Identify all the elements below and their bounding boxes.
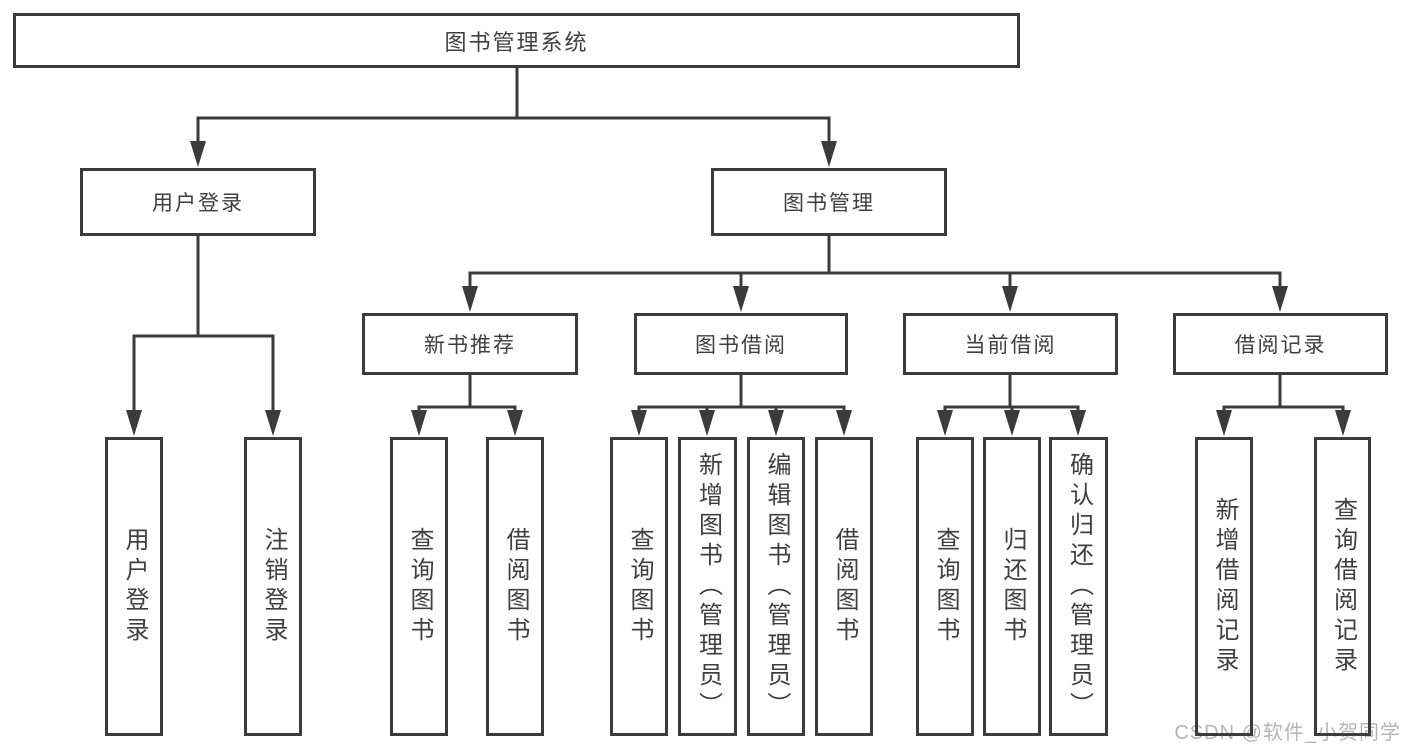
arrowhead-icon <box>733 286 749 312</box>
leaf-borrow-books-borrowing: 借阅图书 <box>815 437 873 736</box>
arrowhead-icon <box>631 410 647 436</box>
connector-userlogin-bus <box>132 334 275 416</box>
node-book-management: 图书管理 <box>711 168 947 236</box>
leaf-query-books-borrowing: 查询图书 <box>610 437 668 736</box>
connector-bookmgmt-bus <box>468 271 1282 292</box>
node-book-borrowing: 图书借阅 <box>634 313 848 375</box>
leaf-query-borrow-record: 查询借阅记录 <box>1314 437 1371 736</box>
leaf-user-login: 用户登录 <box>105 437 163 736</box>
node-label: 图书管理 <box>783 192 875 215</box>
leaf-logout-login: 注销登录 <box>244 437 302 736</box>
node-label: 编辑图书（管理员） <box>763 451 790 722</box>
leaf-query-books-current: 查询图书 <box>916 437 974 736</box>
arrowhead-icon <box>699 410 715 436</box>
node-label: 新书推荐 <box>424 334 516 357</box>
arrowhead-icon <box>937 410 953 436</box>
arrowhead-icon <box>768 410 784 436</box>
connector-borrowing-bus <box>637 405 846 416</box>
watermark: CSDN @软件_小贺同学 <box>1174 722 1401 744</box>
leaf-edit-books-admin: 编辑图书（管理员） <box>747 437 805 736</box>
node-label: 查询图书 <box>626 526 653 647</box>
node-label: 查询借阅记录 <box>1329 496 1357 677</box>
arrowhead-icon <box>411 410 427 436</box>
connector-root-bus <box>196 116 831 147</box>
arrowhead-icon <box>190 141 206 167</box>
node-current-borrowing: 当前借阅 <box>903 313 1118 375</box>
arrowhead-icon <box>1004 410 1020 436</box>
connector-recommend-bus <box>417 405 517 416</box>
leaf-query-books-recommend: 查询图书 <box>390 437 448 736</box>
node-label: 用户登录 <box>152 192 244 215</box>
arrowhead-icon <box>836 410 852 436</box>
node-new-book-recommendation: 新书推荐 <box>362 313 578 375</box>
arrowhead-icon <box>1272 286 1288 312</box>
node-label: 图书借阅 <box>695 334 787 357</box>
node-label: 新增借阅记录 <box>1211 496 1238 677</box>
leaf-confirm-return-admin: 确认归还（管理员） <box>1049 437 1108 736</box>
node-label: 借阅记录 <box>1234 334 1327 357</box>
arrowhead-icon <box>1216 410 1232 436</box>
node-label: 图书管理系统 <box>444 29 589 55</box>
leaf-borrow-books-recommend: 借阅图书 <box>486 437 544 736</box>
arrowhead-icon <box>265 410 281 436</box>
arrowhead-icon <box>1335 410 1351 436</box>
node-label: 查询图书 <box>406 526 433 647</box>
node-label: 新增图书（管理员） <box>694 451 722 722</box>
leaf-add-borrow-record: 新增借阅记录 <box>1195 437 1253 736</box>
arrowhead-icon <box>821 141 837 167</box>
node-label: 当前借阅 <box>964 334 1057 357</box>
arrowhead-icon <box>462 286 478 312</box>
node-borrowing-records: 借阅记录 <box>1173 313 1388 375</box>
node-library-system: 图书管理系统 <box>13 13 1020 68</box>
node-label: 借阅图书 <box>831 526 858 647</box>
arrowhead-icon <box>507 410 523 436</box>
node-label: 注销登录 <box>260 526 287 647</box>
node-label: 查询图书 <box>932 526 959 647</box>
arrowhead-icon <box>1070 410 1086 436</box>
connector-records-bus <box>1222 405 1345 416</box>
node-label: 借阅图书 <box>502 526 529 647</box>
leaf-add-books-admin: 新增图书（管理员） <box>678 437 737 736</box>
arrowhead-icon <box>126 410 142 436</box>
node-label: 确认归还（管理员） <box>1065 451 1093 722</box>
node-user-login: 用户登录 <box>80 168 316 236</box>
node-label: 用户登录 <box>121 526 148 647</box>
leaf-return-books: 归还图书 <box>983 437 1041 736</box>
node-label: 归还图书 <box>999 526 1026 647</box>
arrowheads <box>126 141 1351 436</box>
arrowhead-icon <box>1002 286 1018 312</box>
